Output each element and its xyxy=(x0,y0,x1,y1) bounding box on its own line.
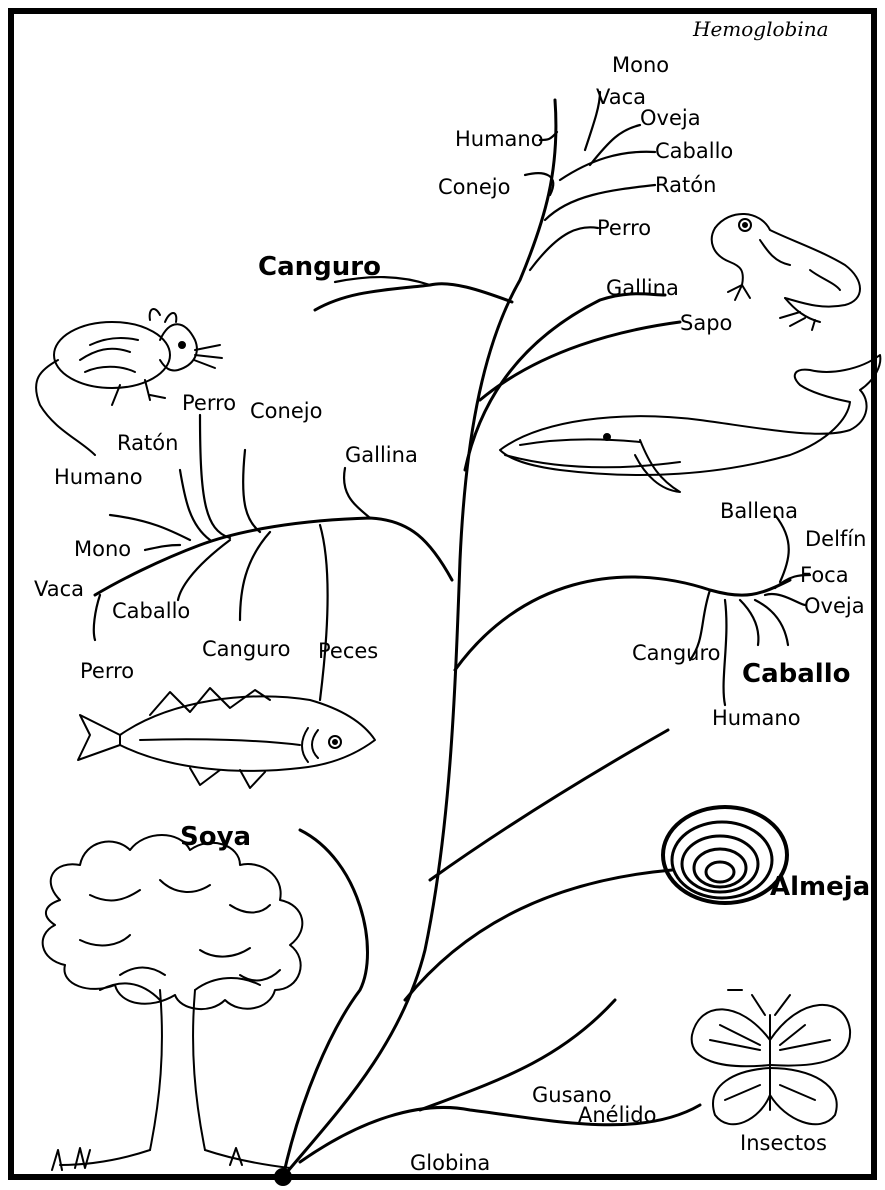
clam-icon xyxy=(663,807,787,903)
label-humano-left: Humano xyxy=(54,465,143,489)
tree-icon xyxy=(43,835,303,1170)
branch-left-cluster xyxy=(95,518,452,595)
title-label: Hemoglobina xyxy=(692,17,829,41)
label-perro-top: Perro xyxy=(597,216,651,240)
frog-icon xyxy=(712,214,860,330)
branch-blank xyxy=(430,730,668,880)
label-raton-top: Ratón xyxy=(655,173,716,197)
branch-almeja xyxy=(405,870,672,1000)
label-perro-left2: Perro xyxy=(80,659,134,683)
root-node xyxy=(274,1168,292,1186)
label-caballo-top: Caballo xyxy=(655,139,733,163)
label-soya: Soya xyxy=(180,822,251,852)
label-caballo-right: Caballo xyxy=(742,659,850,689)
label-anelido: Anélido xyxy=(578,1103,656,1127)
label-mono-top: Mono xyxy=(612,53,669,77)
branch-sapo xyxy=(480,322,680,400)
label-raton-left: Ratón xyxy=(117,431,178,455)
label-vaca-left: Vaca xyxy=(34,577,84,601)
label-perro-left: Perro xyxy=(182,391,236,415)
label-caballo-left: Caballo xyxy=(112,599,190,623)
fish-icon xyxy=(78,688,375,788)
label-canguro-right: Canguro xyxy=(632,641,721,665)
butterfly-icon xyxy=(692,990,850,1124)
label-delfin: Delfín xyxy=(805,527,866,551)
label-peces: Peces xyxy=(318,639,378,663)
label-gallina-top: Gallina xyxy=(606,276,679,300)
tree-branches xyxy=(94,92,810,1177)
label-vaca-top: Vaca xyxy=(596,85,646,109)
label-globina: Globina xyxy=(410,1151,490,1175)
branch-canguro-top xyxy=(315,284,512,310)
label-gallina-left: Gallina xyxy=(345,443,418,467)
label-foca: Foca xyxy=(800,563,849,587)
label-mono-left: Mono xyxy=(74,537,131,561)
label-oveja-top: Oveja xyxy=(640,106,701,130)
label-humano-top: Humano xyxy=(455,127,544,151)
branch-mammals-right xyxy=(455,577,790,670)
whale-icon xyxy=(500,355,880,492)
label-insectos: Insectos xyxy=(740,1131,827,1155)
label-conejo-top: Conejo xyxy=(438,175,510,199)
label-ballena: Ballena xyxy=(720,499,798,523)
label-sapo: Sapo xyxy=(680,311,732,335)
label-canguro-left: Canguro xyxy=(202,637,291,661)
branch-gallina-top xyxy=(465,294,665,470)
label-conejo-left: Conejo xyxy=(250,399,322,423)
label-almeja: Almeja xyxy=(770,872,870,902)
label-humano-right: Humano xyxy=(712,706,801,730)
label-canguro-top: Canguro xyxy=(258,252,381,282)
label-oveja-right: Oveja xyxy=(804,594,865,618)
